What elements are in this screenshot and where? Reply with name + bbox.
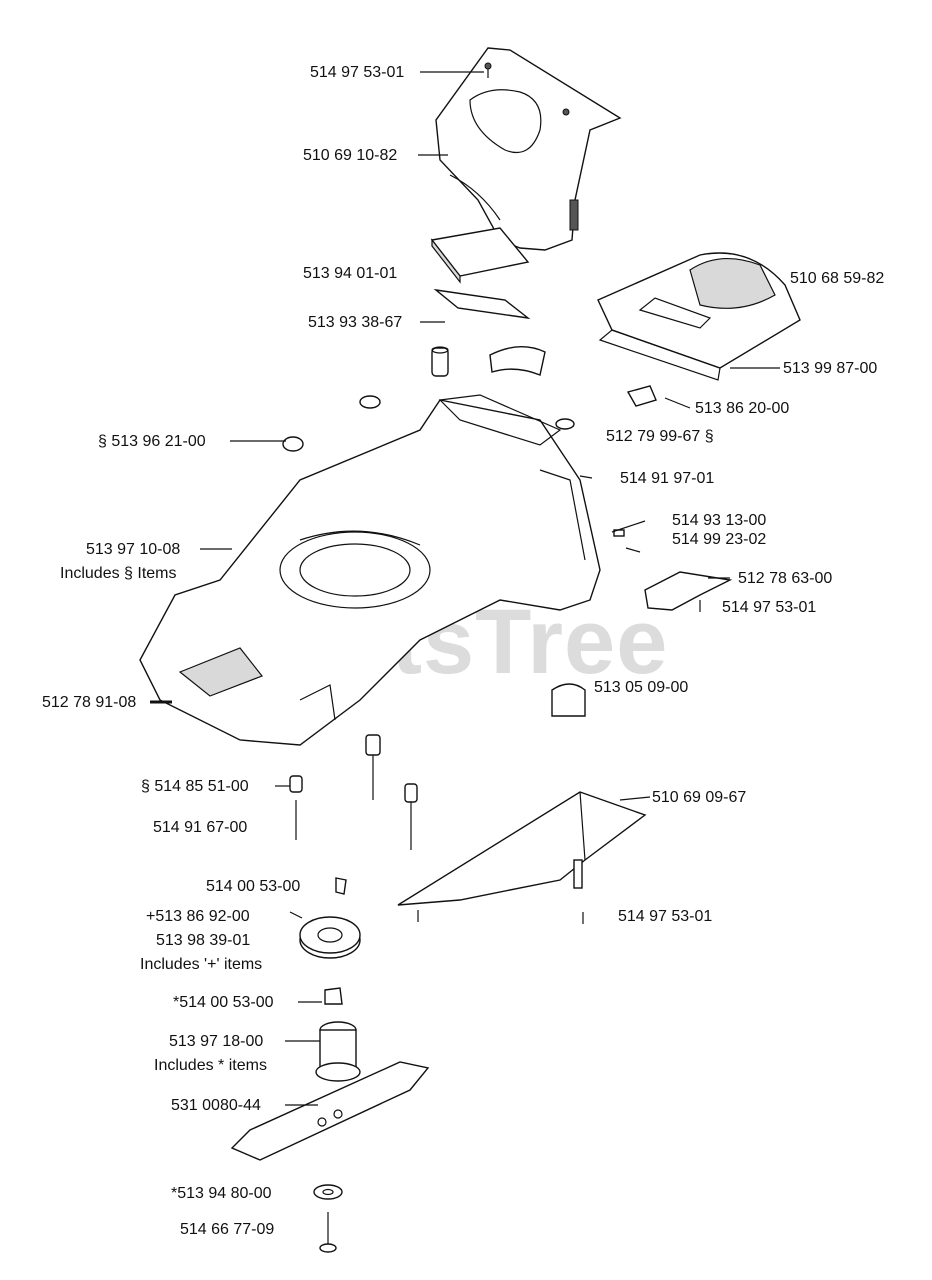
label-plate-part[interactable] [430,227,530,284]
bolt-part[interactable] [289,734,418,850]
part-label[interactable]: 512 78 91-08 [42,694,137,711]
pin-part[interactable] [579,475,641,553]
part-label[interactable]: 514 99 23-02 [672,531,767,548]
part-label[interactable]: 513 98 39-01 [156,932,251,949]
part-label[interactable]: 513 05 09-00 [594,679,689,696]
part-label[interactable]: 531 0080-44 [171,1097,261,1114]
part-label[interactable]: 513 94 01-01 [303,265,398,282]
leader-lines [150,71,780,1106]
top-cover-part[interactable] [435,47,622,251]
part-label[interactable]: +513 86 92-00 [146,908,250,925]
note-includes-plus: Includes '+' items [140,956,263,973]
part-label[interactable]: 510 69 10-82 [303,147,398,164]
key-part[interactable] [324,877,347,1005]
part-label[interactable]: 514 97 53-01 [618,908,713,925]
part-label[interactable]: 514 97 53-01 [722,599,817,616]
clip-part[interactable] [626,385,657,407]
blade-bolt-part[interactable] [319,1212,337,1253]
pulley-part[interactable] [289,911,361,959]
note-includes-section: Includes § Items [60,565,177,582]
screw-top[interactable] [484,62,492,78]
nut-part[interactable] [282,395,575,452]
part-label[interactable]: *514 00 53-00 [173,994,274,1011]
blade-part[interactable] [230,1061,430,1161]
cap-part[interactable] [551,683,586,717]
part-label[interactable]: 514 97 53-01 [310,64,405,81]
part-label[interactable]: 510 69 09-67 [652,789,747,806]
mower-deck-part[interactable] [139,394,601,746]
part-label[interactable]: 514 91 67-00 [153,819,248,836]
part-label[interactable]: 513 86 20-00 [695,400,790,417]
part-label[interactable]: 514 93 13-00 [672,512,767,529]
part-label[interactable]: 513 97 10-08 [86,541,181,558]
part-label[interactable]: 514 00 53-00 [206,878,301,895]
bushing-part[interactable] [431,346,449,377]
washer-part[interactable] [313,1184,343,1200]
gasket-part[interactable] [433,288,546,376]
part-label[interactable]: 514 91 97-01 [620,470,715,487]
part-label[interactable]: 514 66 77-09 [180,1221,275,1238]
blade-adapter-part[interactable] [315,1021,361,1082]
part-label[interactable]: 513 99 87-00 [783,360,878,377]
part-label[interactable]: 510 68 59-82 [790,270,885,287]
note-includes-star: Includes * items [154,1057,267,1074]
part-label[interactable]: § 514 85 51-00 [141,778,249,795]
deflector-part[interactable] [397,791,647,924]
part-label[interactable]: *513 94 80-00 [171,1185,272,1202]
part-label[interactable]: 513 97 18-00 [169,1033,264,1050]
part-label[interactable]: 513 93 38-67 [308,314,403,331]
part-label[interactable]: § 513 96 21-00 [98,433,206,450]
bracket-part[interactable] [644,571,733,612]
part-label[interactable]: 512 78 63-00 [738,570,833,587]
rear-flap-part[interactable] [597,252,801,381]
part-label[interactable]: 512 79 99-67 § [606,428,714,445]
